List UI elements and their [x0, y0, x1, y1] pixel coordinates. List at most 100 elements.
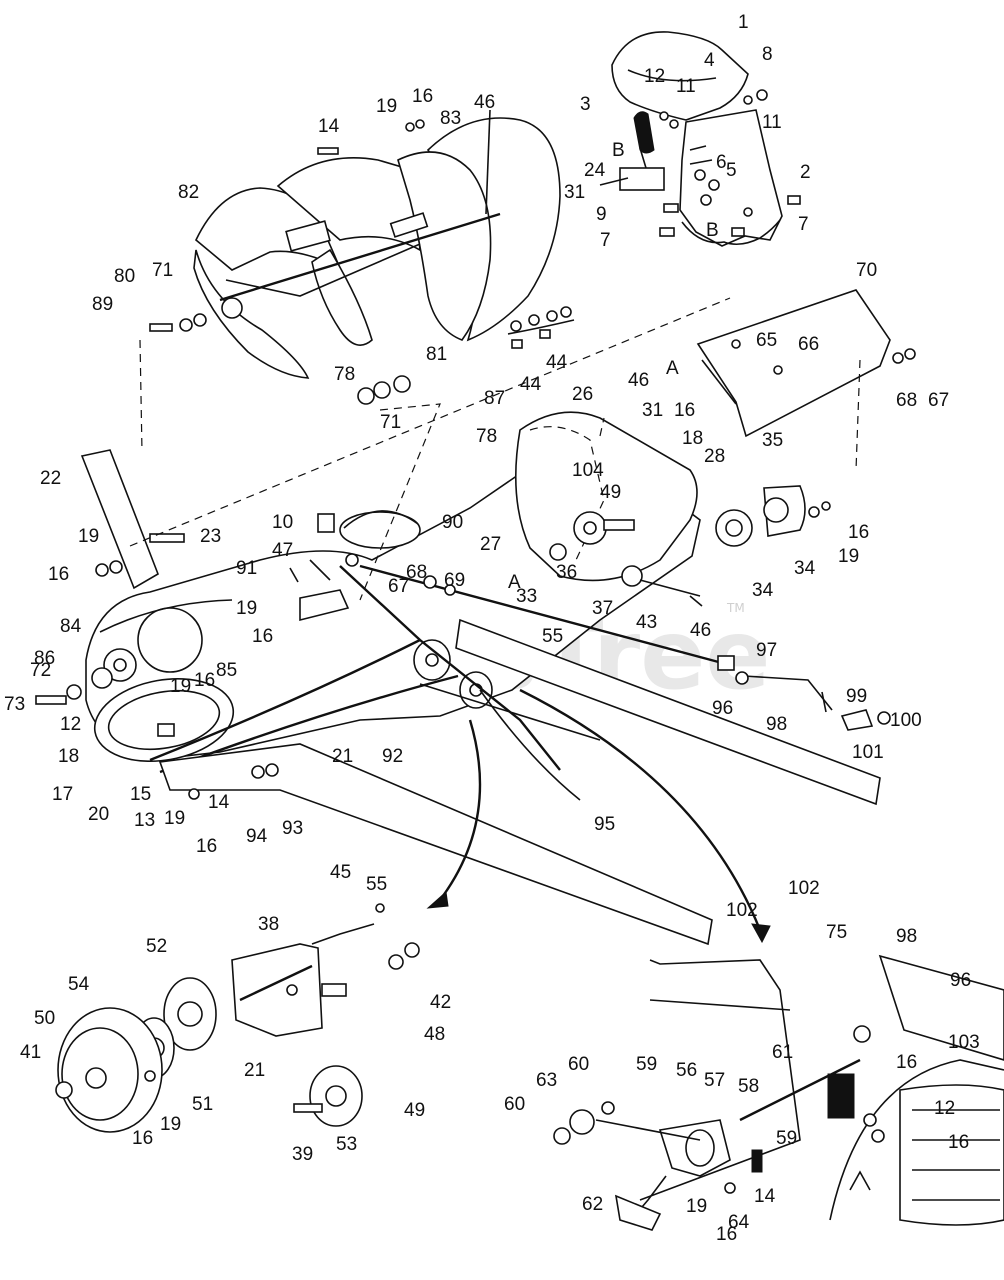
part-label: 85 — [216, 660, 237, 681]
part-label: 19 — [164, 808, 185, 829]
part-label: 87 — [484, 388, 505, 409]
part-label: 20 — [88, 804, 109, 825]
part-label: 31 — [564, 182, 585, 203]
part-label: 24 — [584, 160, 606, 181]
part-label: 82 — [178, 182, 199, 203]
part-label: 49 — [404, 1100, 425, 1121]
part-label: 103 — [948, 1032, 980, 1053]
part-label: 102 — [788, 878, 820, 899]
part-label: 59 — [776, 1128, 797, 1149]
part-label: 18 — [58, 746, 79, 767]
part-label: 17 — [52, 784, 73, 805]
part-label: 19 — [838, 546, 859, 567]
part-label: 62 — [582, 1194, 603, 1215]
drive-shaft — [309, 559, 891, 731]
part-label: 71 — [152, 260, 173, 281]
part-label: 104 — [572, 460, 604, 481]
part-label: 48 — [424, 1024, 445, 1045]
part-label: 99 — [846, 686, 867, 707]
part-label: 12 — [934, 1098, 955, 1119]
part-label: 47 — [272, 540, 293, 561]
part-label: 10 — [272, 512, 293, 533]
part-label: 97 — [756, 640, 777, 661]
part-label: 16 — [948, 1132, 969, 1153]
part-label: 37 — [592, 598, 613, 619]
part-label: 60 — [504, 1094, 525, 1115]
part-label: 16 — [194, 670, 215, 691]
part-label: 73 — [4, 694, 25, 715]
part-label: 55 — [542, 626, 563, 647]
part-label: 93 — [282, 818, 303, 839]
part-label: 33 — [516, 586, 537, 607]
watermark-tm: TM — [726, 601, 745, 615]
part-label: 16 — [848, 522, 869, 543]
part-label: 6 — [716, 152, 727, 173]
part-label: 69 — [444, 570, 465, 591]
part-label: 5 — [726, 160, 737, 181]
part-label: 53 — [336, 1134, 357, 1155]
part-label: 43 — [636, 612, 657, 633]
part-label: 96 — [950, 970, 971, 991]
part-label: 68 — [406, 562, 427, 583]
part-label: 2 — [800, 162, 811, 183]
part-label: 83 — [440, 108, 461, 129]
part-label: 31 — [642, 400, 663, 421]
part-label: 60 — [568, 1054, 589, 1075]
part-label: 19 — [686, 1196, 707, 1217]
part-label: 21 — [244, 1060, 265, 1081]
part-label: 19 — [170, 676, 191, 697]
part-label: 14 — [208, 792, 230, 813]
part-label: 26 — [572, 384, 593, 405]
part-label: 63 — [536, 1070, 557, 1091]
part-label: 39 — [292, 1144, 313, 1165]
part-label: 81 — [426, 344, 447, 365]
part-label: 86 — [34, 648, 55, 669]
gearbox — [514, 411, 701, 597]
part-label: 98 — [896, 926, 917, 947]
part-label: 11 — [762, 112, 782, 133]
part-label: 27 — [480, 534, 501, 555]
part-label: 9 — [596, 204, 607, 225]
part-label: 45 — [330, 862, 351, 883]
belt-cover — [696, 289, 916, 438]
part-label: 16 — [674, 400, 695, 421]
part-label: 16 — [412, 86, 433, 107]
part-label: 94 — [246, 826, 268, 847]
part-label: 90 — [442, 512, 463, 533]
auger-assembly — [149, 109, 561, 405]
hardware-group — [507, 306, 575, 349]
part-label: 23 — [200, 526, 221, 547]
part-label: 12 — [60, 714, 81, 735]
side-skid — [80, 449, 185, 590]
part-label: 65 — [756, 330, 777, 351]
part-label: 78 — [334, 364, 355, 385]
part-label: B — [706, 220, 719, 241]
part-label: 44 — [520, 374, 542, 395]
part-label: 21 — [332, 746, 353, 767]
part-label: 95 — [594, 814, 615, 835]
part-label: 16 — [716, 1224, 737, 1245]
part-label: 15 — [130, 784, 151, 805]
part-label: 46 — [628, 370, 649, 391]
part-label: 66 — [798, 334, 819, 355]
part-label: 92 — [382, 746, 403, 767]
frame-rails — [158, 618, 881, 946]
part-label: 57 — [704, 1070, 725, 1091]
part-label: 98 — [766, 714, 787, 735]
part-label: 14 — [318, 116, 340, 137]
part-label: 50 — [34, 1008, 55, 1029]
part-label: 102 — [726, 900, 758, 921]
pulley-assembly — [55, 903, 420, 1133]
part-label: 16 — [196, 836, 217, 857]
part-label: 12 — [644, 66, 665, 87]
part-label: 19 — [376, 96, 397, 117]
part-label: 51 — [192, 1094, 213, 1115]
part-label: 34 — [794, 558, 816, 579]
part-label: 72 — [30, 660, 51, 681]
part-label: 19 — [160, 1114, 181, 1135]
part-label: 70 — [856, 260, 877, 281]
part-label: 16 — [252, 626, 273, 647]
part-label: 41 — [20, 1042, 41, 1063]
part-label: 3 — [580, 94, 591, 115]
